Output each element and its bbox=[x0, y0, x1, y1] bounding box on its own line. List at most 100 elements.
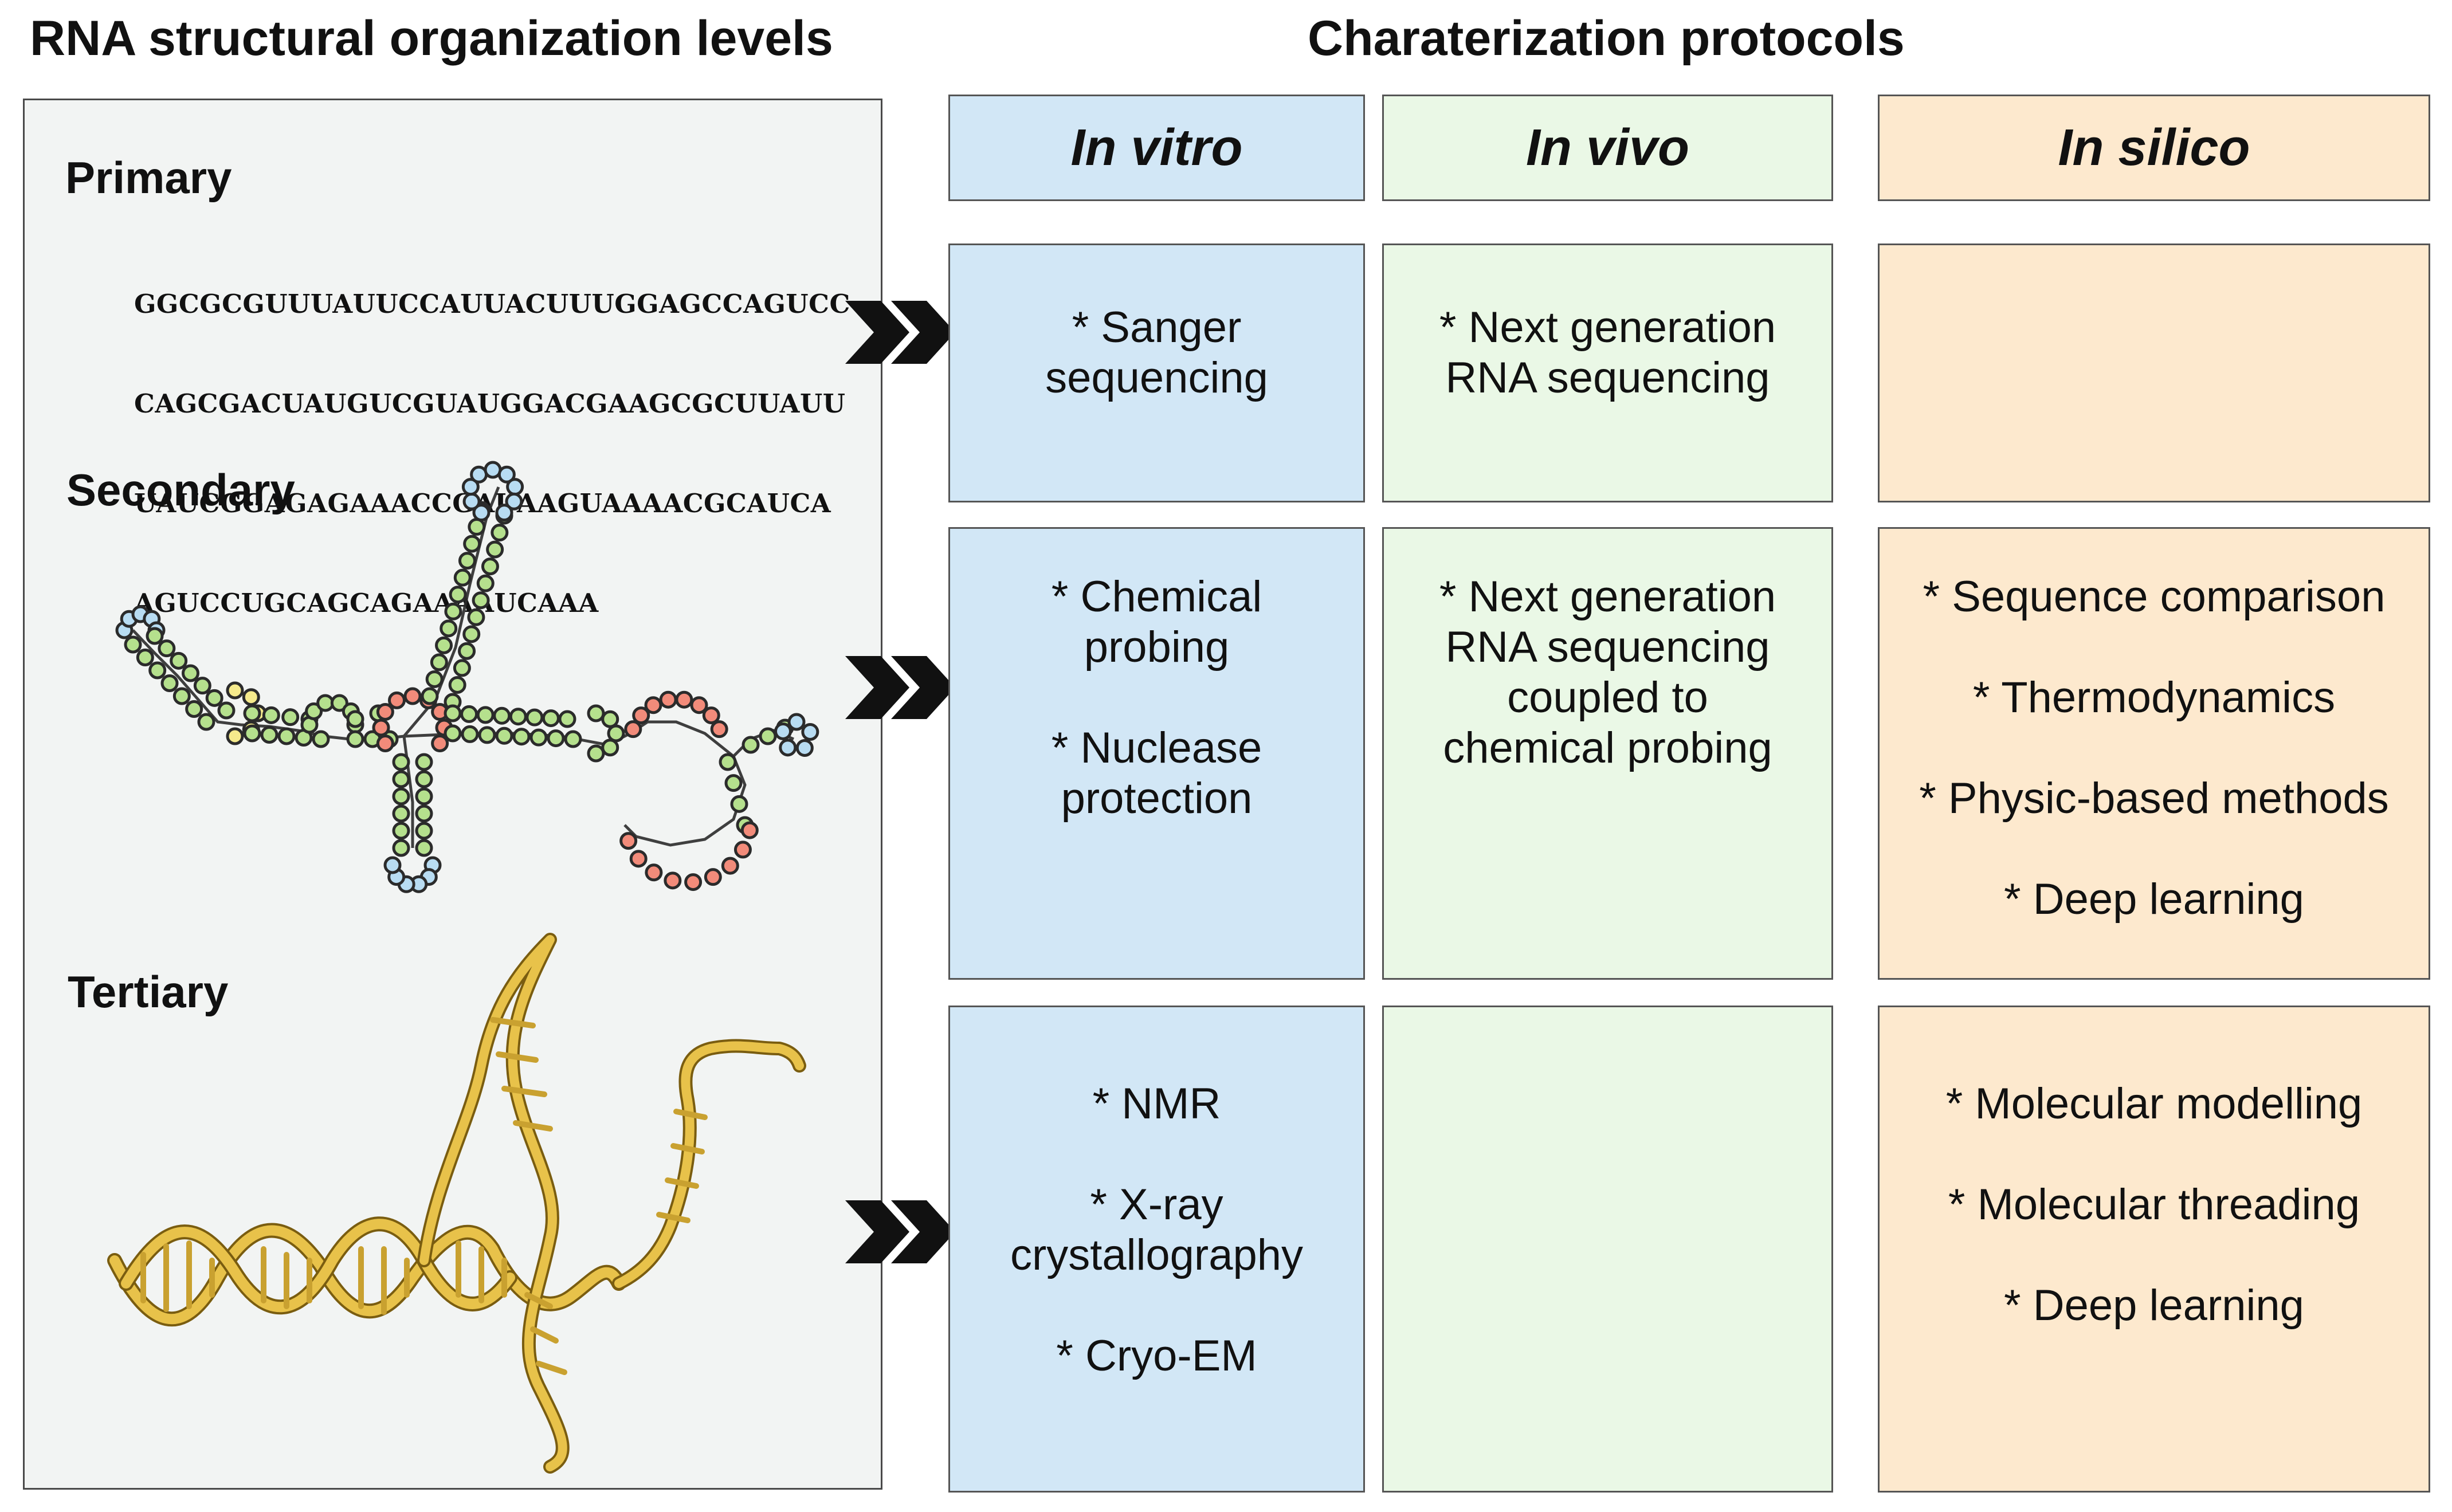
nucleotide-mark bbox=[619, 832, 638, 850]
nucleotide-mark bbox=[392, 822, 410, 840]
nucleotide-mark bbox=[624, 720, 642, 739]
nucleotide-mark bbox=[675, 690, 693, 709]
header-in-vivo-label: In vivo bbox=[1525, 119, 1690, 176]
protocol-item: * Sequence comparison bbox=[1923, 572, 2386, 621]
nucleotide-mark bbox=[158, 639, 176, 658]
nucleotide-mark bbox=[467, 608, 485, 626]
nucleotide-mark bbox=[415, 839, 433, 857]
primary-label: Primary bbox=[65, 152, 232, 203]
nucleotide-mark bbox=[601, 710, 619, 728]
spacer bbox=[950, 1129, 1363, 1180]
nucleotide-mark bbox=[542, 709, 560, 728]
spacer bbox=[1880, 723, 2429, 773]
protocol-item: * Molecular modelling bbox=[1945, 1079, 2363, 1128]
nucleotide-mark bbox=[472, 504, 491, 522]
nucleotide-mark bbox=[462, 625, 481, 643]
nucleotide-mark bbox=[444, 602, 462, 620]
tertiary-label: Tertiary bbox=[68, 967, 229, 1017]
double-chevron-icon bbox=[845, 656, 955, 719]
nucleotide-mark bbox=[710, 720, 728, 739]
nucleotide-mark bbox=[226, 727, 244, 745]
nucleotide-mark bbox=[372, 718, 390, 737]
nucleotide-mark bbox=[435, 636, 453, 654]
nucleotide-mark bbox=[495, 504, 513, 522]
base-pair-rung bbox=[536, 1361, 567, 1375]
base-pair-rung bbox=[524, 1292, 553, 1309]
nucleotide-mark bbox=[742, 736, 760, 754]
header-in-vivo: In vivo bbox=[1382, 95, 1833, 201]
nucleotide-mark bbox=[277, 727, 296, 745]
nucleotide-mark bbox=[444, 704, 462, 722]
nucleotide-mark bbox=[724, 774, 743, 792]
spacer bbox=[1880, 622, 2429, 673]
secondary-label: Secondary bbox=[66, 465, 295, 515]
nucleotide-mark bbox=[493, 706, 511, 725]
nucleotide-mark bbox=[587, 704, 605, 722]
spacer bbox=[1880, 1230, 2429, 1281]
cell-secondary-in-vivo: * Next generation RNA sequencing coupled… bbox=[1382, 527, 1833, 980]
nucleotide-mark bbox=[601, 739, 619, 757]
nucleotide-mark bbox=[281, 708, 300, 726]
spacer bbox=[1880, 824, 2429, 874]
nucleotide-mark bbox=[476, 706, 495, 724]
nucleotide-mark bbox=[330, 694, 348, 712]
cell-tertiary-in-vivo bbox=[1382, 1006, 1833, 1493]
nucleotide-mark bbox=[453, 568, 472, 587]
cell-tertiary-in-silico: * Molecular modelling * Molecular thread… bbox=[1878, 1006, 2430, 1493]
nucleotide-mark bbox=[461, 725, 479, 743]
nucleotide-mark bbox=[801, 722, 819, 741]
nucleotide-mark bbox=[495, 726, 513, 745]
nucleotide-mark bbox=[759, 727, 777, 745]
nucleotide-mark bbox=[659, 690, 677, 709]
nucleotide-mark bbox=[587, 744, 605, 763]
nucleotide-mark bbox=[205, 689, 223, 707]
nucleotide-mark bbox=[392, 787, 410, 806]
nucleotide-mark bbox=[449, 586, 467, 604]
nucleotide-mark bbox=[702, 706, 720, 725]
nucleotide-mark bbox=[448, 676, 466, 694]
nucleotide-mark bbox=[564, 730, 582, 748]
base-pair-rung bbox=[665, 1177, 699, 1189]
base-pair-rung bbox=[501, 1086, 547, 1097]
nucleotide-mark bbox=[316, 694, 335, 712]
base-pair-rung bbox=[656, 1212, 691, 1223]
nucleotide-mark bbox=[415, 787, 433, 806]
nucleotide-mark bbox=[730, 795, 748, 813]
cell-tertiary-in-vitro: * NMR * X-ray crystallography * Cryo-EM bbox=[948, 1006, 1365, 1493]
spacer bbox=[1880, 1129, 2429, 1180]
nucleotide-mark bbox=[262, 706, 280, 724]
nucleotide-mark bbox=[392, 839, 410, 857]
sequence-line: AGUCCUGCAGCAGAAAAUCAAA bbox=[134, 588, 599, 618]
spacer bbox=[950, 1281, 1363, 1331]
nucleotide-mark bbox=[415, 804, 433, 823]
nucleotide-mark bbox=[461, 478, 480, 496]
left-section-title: RNA structural organization levels bbox=[30, 11, 833, 66]
nucleotide-mark bbox=[170, 651, 188, 670]
protocol-item: * X-ray crystallography bbox=[1010, 1180, 1304, 1279]
nucleotide-mark bbox=[376, 735, 394, 752]
rna-sequence: GGCGCGUUUAUUCCAUUACUUUGGAGCCAGUCC CAGCGA… bbox=[134, 229, 850, 678]
sequence-line: CAGCGACUAUGUCGUAUGGACGAAGCGCUUAUU bbox=[134, 388, 846, 419]
protocol-item: * Chemical probing bbox=[1051, 572, 1262, 671]
secondary-structure-diagram bbox=[115, 461, 819, 893]
nucleotide-mark bbox=[415, 770, 433, 788]
cell-primary-in-vitro: * Sanger sequencing bbox=[948, 244, 1365, 502]
nucleotide-mark bbox=[721, 857, 739, 875]
header-in-silico-label: In silico bbox=[2058, 119, 2250, 176]
protocol-item: * Next generation RNA sequencing bbox=[1439, 303, 1776, 402]
nucleotide-mark bbox=[346, 730, 364, 748]
nucleotide-mark bbox=[509, 708, 527, 726]
right-section-title: Charaterization protocols bbox=[1308, 11, 1905, 66]
protocol-item: * Deep learning bbox=[2004, 875, 2304, 924]
nucleotide-mark bbox=[476, 574, 495, 592]
nucleotide-mark bbox=[172, 687, 191, 705]
nucleotide-mark bbox=[704, 868, 722, 886]
base-pair-rung bbox=[530, 1326, 559, 1344]
protocol-item: * Cryo-EM bbox=[1056, 1332, 1257, 1380]
header-in-vitro: In vitro bbox=[948, 95, 1365, 201]
base-pair-rung bbox=[490, 1017, 536, 1028]
nucleotide-mark bbox=[160, 674, 179, 692]
nucleotide-mark bbox=[440, 619, 458, 638]
cell-primary-in-silico bbox=[1878, 244, 2430, 502]
nucleotide-mark bbox=[795, 739, 814, 757]
